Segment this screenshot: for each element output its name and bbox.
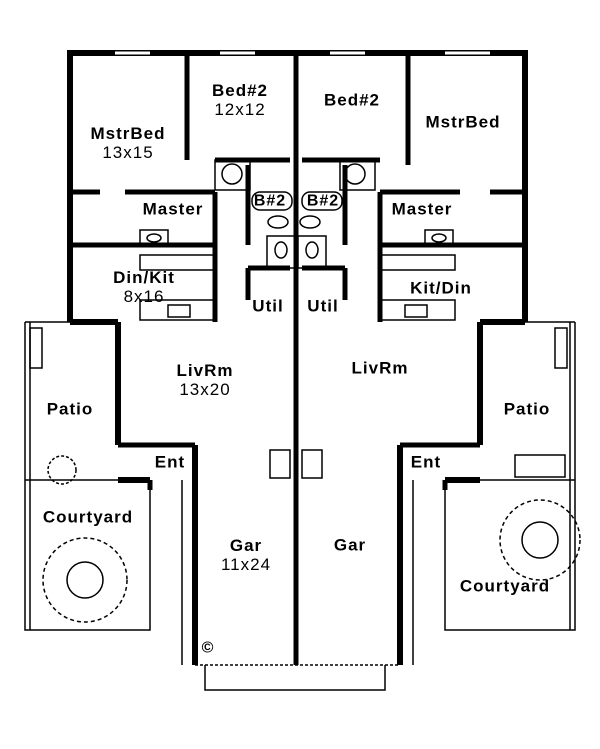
room-label-util-left: Util <box>252 296 284 316</box>
windows <box>115 51 490 324</box>
fixtures <box>24 159 581 691</box>
room-label-master-bath-left: Master <box>142 199 204 219</box>
room-label-util-right: Util <box>307 296 339 316</box>
room-label-liv-rm-right: LivRm <box>351 358 409 378</box>
room-label-bath2-right: B#2 <box>306 192 340 210</box>
room-label-kit-din-right: Kit/Din <box>410 278 472 298</box>
room-label-bath2-left: B#2 <box>253 192 287 210</box>
room-label-mstr-bed-right: MstrBed <box>425 112 501 132</box>
room-label-bed2-right: Bed#2 <box>323 90 381 110</box>
room-label-ent-right: Ent <box>410 452 442 472</box>
room-label-patio-left: Patio <box>46 399 94 419</box>
room-label-master-bath-right: Master <box>391 199 453 219</box>
copyright-mark: © <box>201 639 215 657</box>
room-label-patio-right: Patio <box>503 399 551 419</box>
room-label-courtyard-left: Courtyard <box>42 507 134 527</box>
room-label-courtyard-right: Courtyard <box>459 576 551 596</box>
room-label-ent-left: Ent <box>154 452 186 472</box>
room-label-gar-right: Gar <box>333 535 367 555</box>
